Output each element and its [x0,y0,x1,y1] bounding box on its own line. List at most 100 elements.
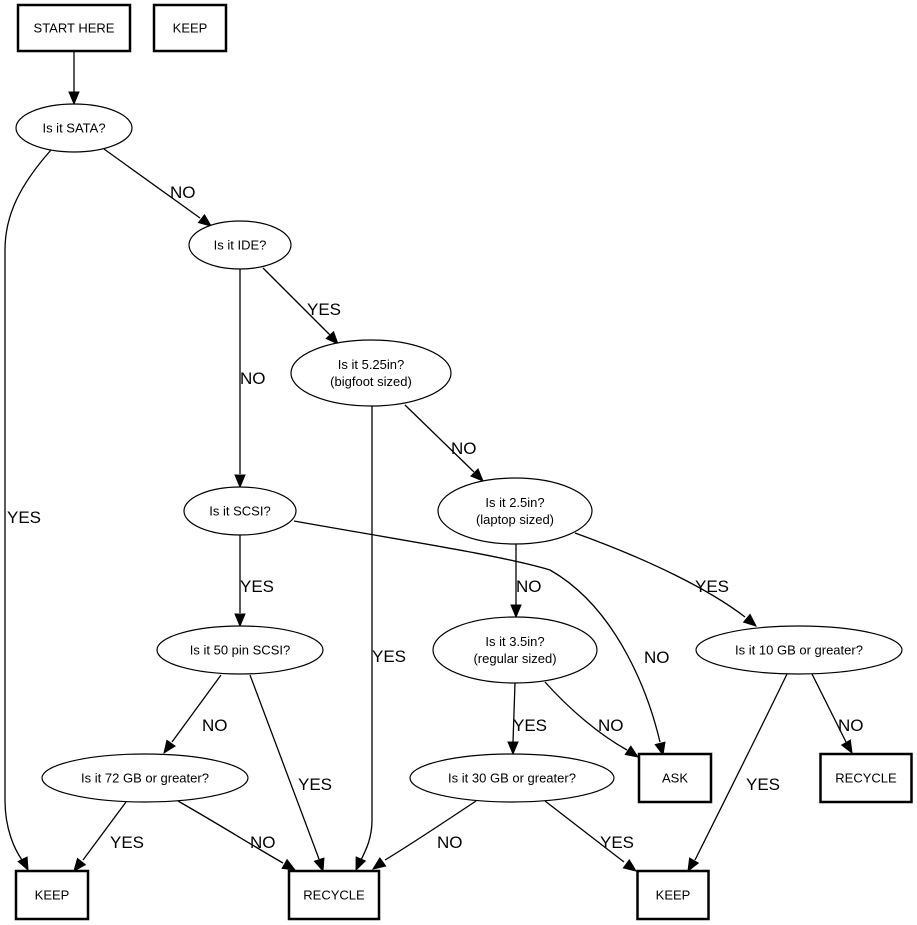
edge-line [512,682,516,743]
node-text: Is it SATA? [42,121,105,136]
arrowhead-icon [234,613,246,628]
arrowhead-icon [470,468,484,482]
arrowhead-icon [325,330,339,345]
edge-label-yes: YES [110,833,144,852]
edge-line [103,148,201,219]
decision-ellipse [156,625,324,675]
edge-s35-gb30 [507,682,519,756]
node-text: RECYCLE [835,771,897,786]
edge-line [574,532,746,618]
edge-label-no: NO [644,648,670,667]
edge-line [293,520,661,743]
edge-label-yes: YES [372,647,406,666]
edge-label-no: NO [838,716,864,735]
arrowhead-icon [163,739,176,755]
edge-gb30-keep-right [544,800,638,872]
edge-line [82,801,127,861]
box-shape [152,3,228,53]
arrowhead-icon [313,857,325,873]
node-text: START HERE [34,21,115,36]
decision-ellipse [15,103,133,153]
arrowhead-icon [234,474,246,489]
edge-label-yes: YES [7,508,41,527]
edge-label-no: NO [437,833,463,852]
edge-line [171,674,222,743]
decision-ellipse [409,753,615,803]
arrowhead-icon [355,856,367,872]
edge-scsi-pin50 [234,535,246,628]
arrowhead-icon [840,739,853,755]
edge-line [694,673,788,861]
arrowhead-icon [68,91,80,106]
decision-ellipse [437,477,593,545]
edge-line [404,404,475,473]
edge-scsi-ask [293,520,666,757]
edge-label-yes: YES [240,577,274,596]
edge-pin50-recycle-center [249,674,325,873]
box-shape [287,869,381,921]
node-ide: Is it IDE? [188,220,292,270]
arrowhead-icon [510,604,522,619]
box-shape [637,752,713,804]
edge-label-no: NO [451,439,477,458]
node-text: Is it 10 GB or greater? [735,643,863,658]
box-shape [16,3,132,53]
decision-ellipse [183,486,297,536]
edge-label-yes: YES [600,833,634,852]
edge-label-no: NO [516,577,542,596]
edge-s525-recycle-center [355,406,373,872]
edge-line [544,681,628,751]
edge-label-no: NO [250,833,276,852]
arrowhead-icon [624,745,640,758]
edge-gb72-keep-left [73,801,127,873]
node-s35: Is it 3.5in?(regular sized) [432,616,598,684]
edge-s25-gb10 [574,532,757,627]
decision-ellipse [41,753,249,803]
edge-s25-s35 [510,544,522,619]
node-s25: Is it 2.5in?(laptop sized) [437,477,593,545]
box-shape [819,752,913,804]
arrowhead-icon [622,858,638,872]
node-recycle-right: RECYCLE [819,752,913,804]
node-text: ASK [662,771,688,786]
edge-start-sata [68,52,80,106]
node-keep-right: KEEP [636,869,710,921]
box-shape [636,869,710,921]
node-text: Is it IDE? [214,238,267,253]
arrowhead-icon [687,857,700,873]
edge-line [249,674,320,860]
node-text: KEEP [35,888,70,903]
edge-ide-scsi [234,269,246,489]
arrowhead-icon [17,856,29,872]
edge-line [544,800,625,863]
node-s525: Is it 5.25in?(bigfoot sized) [290,339,452,407]
node-text: Is it 2.5in? [485,495,544,510]
node-text: Is it 3.5in? [485,634,544,649]
node-pin50: Is it 50 pin SCSI? [156,625,324,675]
edge-label-yes: YES [695,577,729,596]
node-start: START HERE [16,3,132,53]
arrowhead-icon [507,741,519,756]
edge-line [4,149,52,861]
decision-ellipse [188,220,292,270]
arrowhead-icon [73,857,87,873]
node-keep-left: KEEP [14,869,90,921]
node-text: Is it 30 GB or greater? [448,771,576,786]
edge-sata-keep-left [4,149,52,872]
node-gb30: Is it 30 GB or greater? [409,753,615,803]
edge-gb30-recycle-center [371,800,477,870]
node-text: RECYCLE [303,888,365,903]
edge-label-no: NO [170,183,196,202]
node-ask: ASK [637,752,713,804]
node-gb10: Is it 10 GB or greater? [695,625,903,675]
decision-ellipse [695,625,903,675]
edge-label-yes: YES [307,300,341,319]
edge-pin50-gb72 [163,674,222,755]
node-keep-legend: KEEP [152,3,228,53]
arrowhead-icon [742,613,757,627]
edge-line [811,673,847,743]
node-text: (bigfoot sized) [330,374,412,389]
decision-ellipse [290,339,452,407]
edge-gb10-recycle-right [811,673,853,755]
